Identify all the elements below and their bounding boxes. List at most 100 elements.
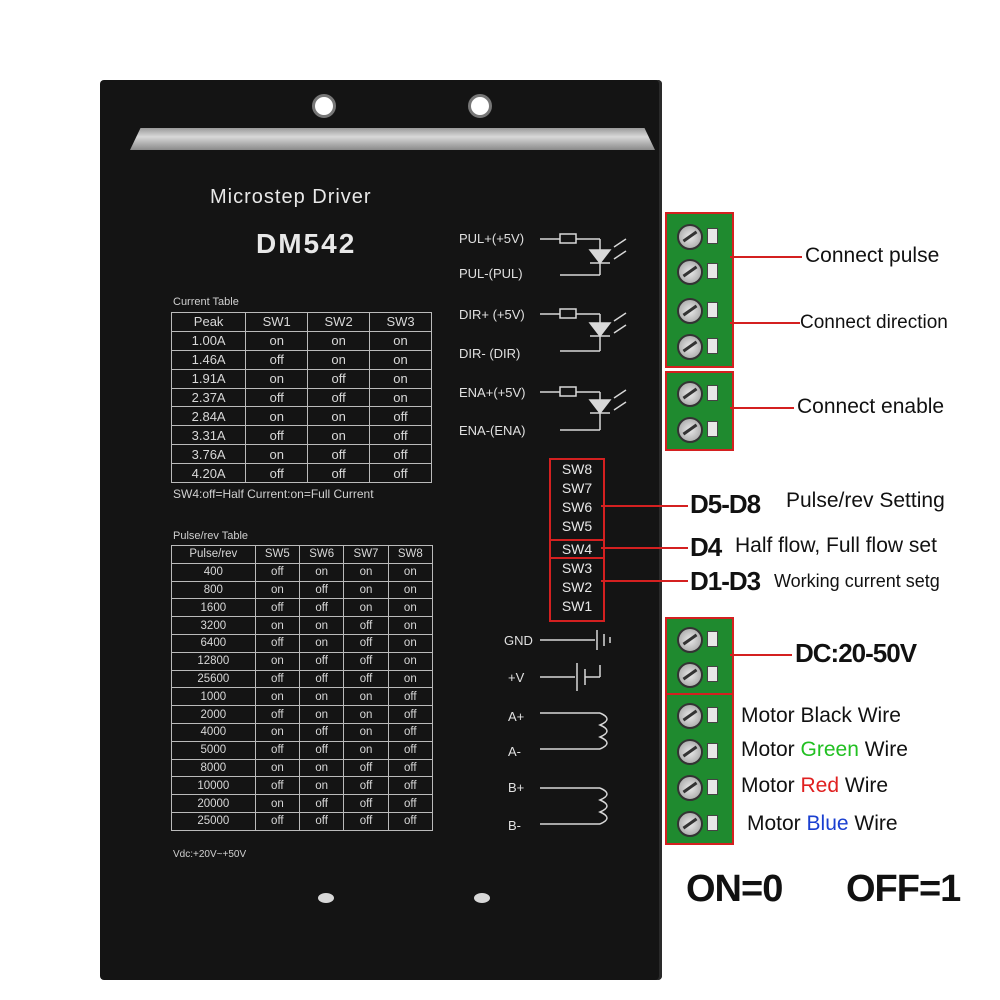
terminal-slot [707, 666, 718, 682]
terminal-screw-gnd[interactable] [677, 627, 703, 653]
callout-line-d5-d8 [601, 505, 688, 507]
callout-line-pulse [730, 256, 802, 258]
on-equals-zero: ON=0 [686, 868, 783, 910]
pulse-table-cell: on [254, 794, 301, 813]
pulse-table-cell: off [387, 722, 434, 742]
callout-dc-voltage: DC:20-50V [795, 638, 917, 668]
current-table-cell: 4.20A [170, 463, 247, 484]
callout-line-dc [730, 654, 792, 656]
pulse-table-cell: on [343, 598, 389, 618]
current-table-cell: 2.84A [170, 406, 247, 427]
current-table-caption: Current Table [173, 296, 239, 308]
switch-sw7[interactable]: SW7 [561, 480, 593, 496]
pulse-table-cell: on [298, 758, 345, 778]
motor-blue-pre: Motor [747, 812, 807, 835]
terminal-screw-b-plus[interactable] [677, 775, 703, 801]
pulse-table-cell: on [298, 776, 345, 796]
terminal-screw-ena-minus[interactable] [677, 417, 703, 443]
current-table-cell: on [307, 349, 371, 370]
pulse-table-cell: off [387, 758, 434, 778]
pulse-table-cell: off [343, 811, 389, 831]
switch-sw5[interactable]: SW5 [561, 518, 593, 534]
callout-pulse-rev-setting: Pulse/rev Setting [786, 489, 945, 512]
pulse-table-cell: off [387, 811, 434, 831]
callout-connect-direction: Connect direction [800, 312, 948, 333]
callout-half-flow: Half flow, Full flow set [735, 534, 937, 557]
callout-connect-pulse: Connect pulse [805, 244, 940, 267]
terminal-slot [707, 263, 718, 279]
pulse-table-cell: off [387, 705, 434, 724]
current-table-cell: on [369, 349, 432, 370]
housing-bevel [130, 128, 655, 150]
terminal-screw-a-plus[interactable] [677, 703, 703, 729]
switch-sw2[interactable]: SW2 [561, 579, 593, 595]
pulse-table-cell: 5000 [171, 740, 256, 760]
callout-d1-d3: D1-D3 [690, 566, 761, 596]
pulse-table-cell: off [254, 562, 301, 582]
pulse-table-cell: off [254, 776, 301, 796]
current-table-cell: 1.00A [170, 330, 247, 351]
terminal-screw-a-minus[interactable] [677, 739, 703, 765]
pulse-table-cell: off [298, 722, 345, 742]
pulse-header-pulserev: Pulse/rev [171, 545, 256, 564]
switch-sw1[interactable]: SW1 [561, 598, 593, 614]
pulse-table-cell: on [387, 633, 434, 653]
callout-d5-d8: D5-D8 [690, 489, 761, 519]
pulse-table-cell: 10000 [171, 776, 256, 796]
terminal-screw-vplus[interactable] [677, 662, 703, 688]
driver-title: Microstep Driver [210, 186, 372, 208]
terminal-screw-b-minus[interactable] [677, 811, 703, 837]
pulse-table-cell: off [298, 580, 345, 600]
current-table-cell: off [369, 463, 432, 484]
current-header-sw2: SW2 [307, 312, 371, 332]
pulse-table-cell: on [387, 580, 434, 600]
terminal-screw-ena-plus[interactable] [677, 381, 703, 407]
pulse-table-cell: 400 [171, 562, 256, 582]
current-table-cell: 1.91A [170, 368, 247, 389]
pulse-table-cell: 12800 [171, 651, 256, 671]
terminal-screw-pul-minus[interactable] [677, 259, 703, 285]
motor-black-post: Wire [851, 704, 901, 727]
pulse-header-sw6: SW6 [298, 545, 345, 564]
pulse-table-cell: 1000 [171, 687, 256, 707]
pulse-table-cell: on [343, 687, 389, 707]
pulse-table-cell: on [254, 687, 301, 707]
switch-sw6[interactable]: SW6 [561, 499, 593, 515]
switch-sw8[interactable]: SW8 [561, 461, 593, 477]
label-a-minus: A- [508, 744, 521, 759]
current-table-cell: 3.31A [170, 425, 247, 446]
current-header-sw3: SW3 [369, 312, 432, 332]
bottom-hole-right [474, 893, 490, 903]
terminal-screw-dir-minus[interactable] [677, 334, 703, 360]
pulse-table-cell: off [343, 633, 389, 653]
current-table-cell: 1.46A [170, 349, 247, 370]
motor-blue-color: Blue [806, 812, 849, 835]
bottom-hole-left [318, 893, 334, 903]
callout-d4: D4 [690, 532, 722, 562]
terminal-screw-dir-plus[interactable] [677, 298, 703, 324]
pulse-table-cell: 25000 [171, 811, 256, 831]
pulse-table-cell: on [254, 580, 301, 600]
optocoupler-symbols [540, 233, 627, 431]
mount-hole-right [468, 94, 492, 118]
current-table-cell: off [369, 425, 432, 446]
switch-sw3[interactable]: SW3 [561, 560, 593, 576]
motor-green-pre: Motor [741, 738, 801, 761]
pulse-table-cell: off [254, 633, 301, 653]
switch-sw4[interactable]: SW4 [551, 539, 603, 559]
label-pul-minus: PUL-(PUL) [459, 266, 523, 281]
pulse-table-cell: on [387, 598, 434, 618]
terminal-screw-pul-plus[interactable] [677, 224, 703, 250]
